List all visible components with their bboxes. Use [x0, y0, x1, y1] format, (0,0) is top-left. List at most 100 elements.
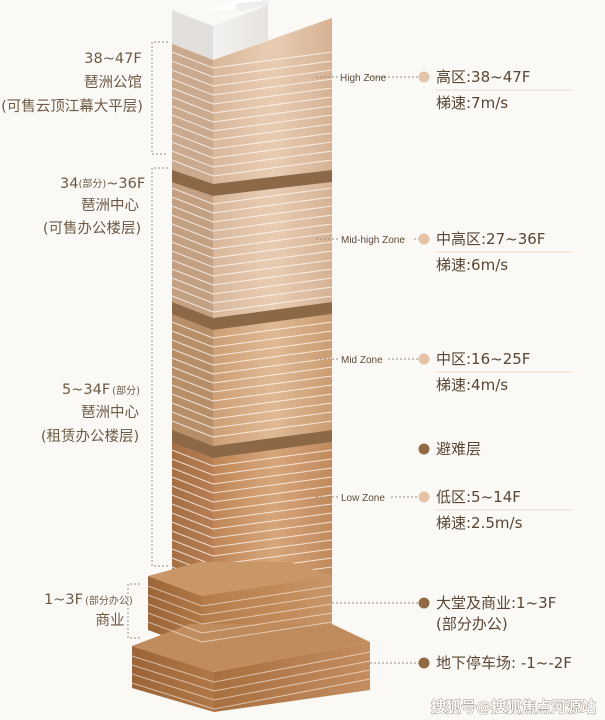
floor-line: [212, 458, 333, 476]
floor-lines: [171, 51, 333, 584]
legend-basement-zone: 地下停车场: -1~-2F: [436, 654, 572, 672]
basement-line: [213, 669, 371, 701]
legend-dot-light: [418, 491, 430, 503]
floor-line: [171, 339, 214, 357]
floor-line: [212, 330, 333, 348]
label-high-name: 琶洲公馆: [84, 74, 142, 91]
floor-line: [212, 196, 333, 214]
floor-line: [171, 250, 214, 268]
floor-line: [171, 69, 214, 87]
legend-lobby-zone: 大堂及商业:1~3F: [436, 594, 556, 612]
floor-line: [171, 494, 214, 512]
floor-line: [212, 141, 333, 159]
watermark: 搜狐号@搜狐焦点河源站: [431, 698, 596, 716]
floor-line: [171, 123, 214, 141]
floor-line: [212, 420, 333, 438]
floor-line: [212, 250, 333, 268]
tower-crown: [172, 0, 268, 60]
floor-line: [212, 476, 333, 494]
floor-line: [212, 402, 333, 420]
podium-line: [147, 585, 203, 607]
floor-line: [212, 375, 333, 393]
floor-line: [212, 295, 333, 313]
floor-line: [171, 476, 214, 494]
legend-midhigh-zone: 中高区:27~36F: [436, 230, 545, 248]
legend-high-speed: 梯速:7m/s: [436, 94, 508, 112]
label-midhigh-desc: (可售办公楼层): [43, 220, 141, 237]
floor-line: [171, 286, 214, 304]
floor-line: [171, 60, 214, 78]
floor-line: [212, 467, 333, 485]
floor-line: [212, 277, 333, 295]
floor-line: [212, 159, 333, 177]
floor-line: [212, 60, 333, 78]
floor-line: [212, 411, 333, 429]
floor-line: [212, 87, 333, 105]
label-high-floors: 38~47F: [84, 51, 141, 67]
floor-line: [212, 357, 333, 375]
floor-line: [171, 485, 214, 503]
legend-high-zone: 高区:38~47F: [436, 68, 530, 86]
floor-line: [171, 393, 214, 411]
floor-line: [212, 503, 333, 521]
floor-line: [212, 494, 333, 512]
floor-line: [212, 214, 333, 232]
floor-line: [212, 69, 333, 87]
floor-line: [171, 330, 214, 348]
floor-line: [171, 402, 214, 420]
legend-refuge-label: 避难层: [436, 440, 481, 458]
floor-line: [171, 87, 214, 105]
floor-line: [171, 277, 214, 295]
floor-line: [171, 420, 214, 438]
legend-dot-light: [418, 353, 430, 365]
podium-line: [147, 612, 203, 634]
podium-line: [147, 603, 203, 625]
basement-line: [131, 655, 215, 683]
basement-line: [213, 678, 371, 710]
floor-line: [212, 105, 333, 123]
floor-line: [212, 339, 333, 357]
floor-line: [212, 123, 333, 141]
label-base-name: 商业: [96, 612, 125, 629]
label-base-floor-b: (部分办公): [85, 594, 133, 607]
floor-line: [212, 150, 333, 168]
zone-tag-midhigh: Mid-high Zone: [341, 235, 405, 246]
floor-line: [212, 232, 333, 250]
floor-line: [171, 530, 214, 548]
floor-line: [171, 512, 214, 530]
floor-line: [171, 375, 214, 393]
legend-mid: 中区:16~25F 梯速:4m/s: [418, 350, 572, 394]
floor-line: [171, 96, 214, 114]
legend-midhigh-speed: 梯速:6m/s: [436, 256, 508, 274]
floor-line: [171, 357, 214, 375]
floor-line: [171, 105, 214, 123]
legend-refuge: 避难层: [418, 440, 481, 458]
label-midhigh-floor-c: ~36F: [106, 176, 145, 192]
label-midhigh-floor-a: 34: [60, 176, 78, 192]
floor-line: [171, 268, 214, 286]
label-mid-name: 琶洲中心: [81, 404, 139, 421]
floor-line: [171, 366, 214, 384]
label-mid-floor-b: (部分): [112, 384, 140, 397]
floor-line: [212, 348, 333, 366]
floor-line: [212, 286, 333, 304]
floor-line: [212, 539, 333, 557]
legend-low: 低区:5~14F 梯速:2.5m/s: [418, 488, 572, 532]
floor-line: [171, 223, 214, 241]
floor-line: [171, 51, 214, 69]
floor-line: [212, 321, 333, 339]
left-brackets: [127, 41, 168, 639]
floor-line: [171, 467, 214, 485]
floor-line: [171, 196, 214, 214]
zone-leaders: [316, 76, 424, 664]
zone-tags: High Zone Mid-high Zone Mid Zone Low Zon…: [340, 73, 405, 504]
floor-line: [171, 321, 214, 339]
legend-lobby: 大堂及商业:1~3F (部分办公): [418, 594, 556, 633]
floor-line: [212, 205, 333, 223]
legend-low-speed: 梯速:2.5m/s: [436, 514, 523, 532]
label-midhigh-name: 琶洲中心: [81, 197, 139, 214]
floor-line: [171, 159, 214, 177]
floor-line: [212, 485, 333, 503]
legend-low-zone: 低区:5~14F: [436, 488, 521, 506]
